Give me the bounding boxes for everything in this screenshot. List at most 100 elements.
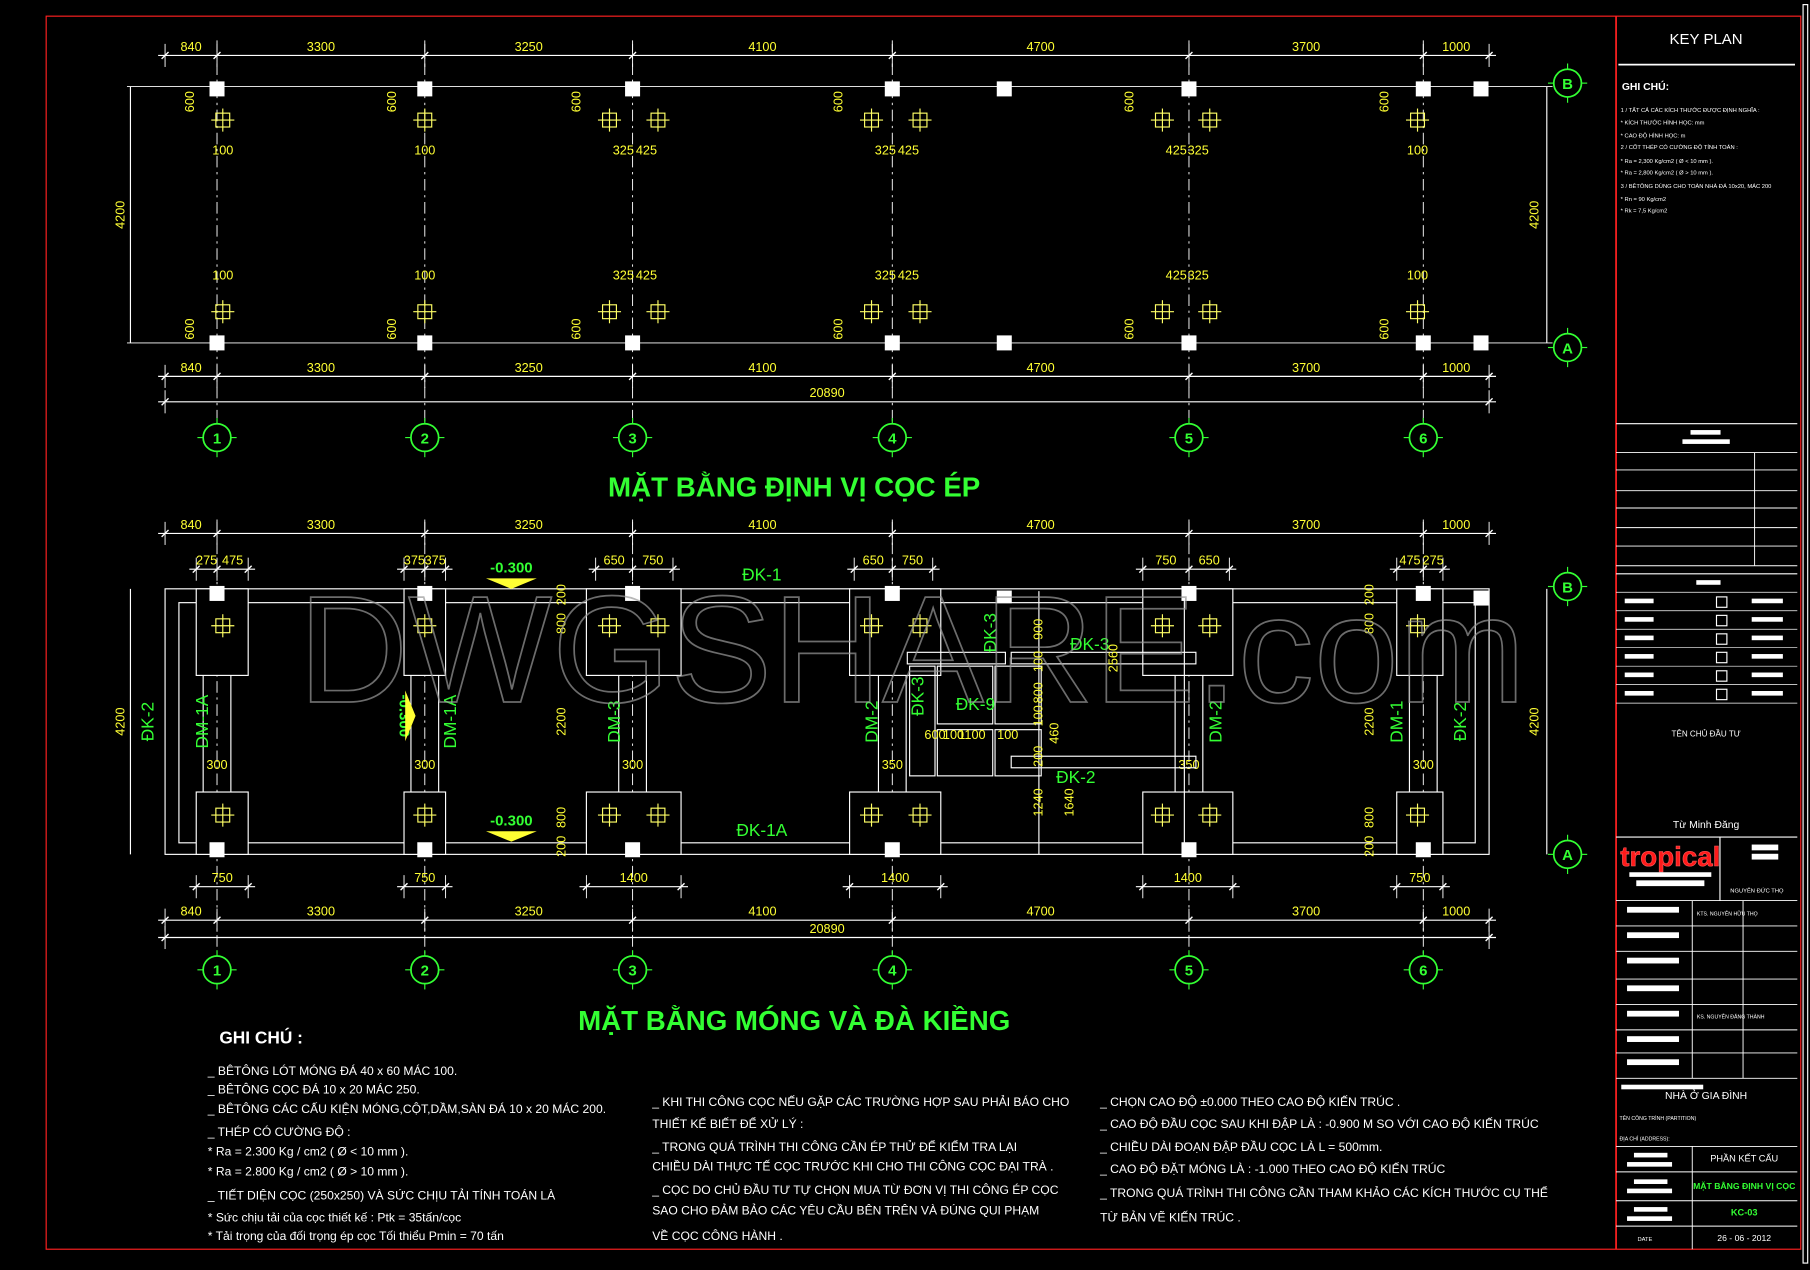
span-dim-text: 3250 xyxy=(515,905,543,919)
pile-offset-dim: 600 xyxy=(1123,318,1137,339)
vertical-dim: 900 xyxy=(1031,619,1045,640)
title-note-line: * KÍCH THƯỚC HÌNH HỌC: mm xyxy=(1621,120,1705,127)
total-dim-text: 20890 xyxy=(809,386,844,400)
beam-label-dk1a: ĐK-1A xyxy=(736,820,787,840)
plan-title: MẶT BẰNG ĐỊNH VỊ CỌC ÉP xyxy=(608,471,980,502)
checkbox xyxy=(1715,688,1728,701)
beam xyxy=(1010,755,1197,769)
redacted-text xyxy=(1636,880,1705,887)
span-dim-text: 3300 xyxy=(307,361,335,375)
span-dim-text: 1000 xyxy=(1442,905,1470,919)
vertical-dim: 2200 xyxy=(555,707,569,735)
title-note-line: * Ra = 2,800 Kg/cm2 ( Ø > 10 mm ). xyxy=(1621,170,1714,176)
column-marker xyxy=(884,81,900,97)
architect-name: KTS. NGUYỄN HỮU THỌ xyxy=(1697,911,1758,918)
beam-label-dk1: ĐK-1 xyxy=(742,565,781,585)
footing-dim-text: 275 xyxy=(196,554,217,568)
pile-offset-dim: 600 xyxy=(1378,318,1392,339)
pile-offset-dim: 600 xyxy=(570,318,584,339)
note-line: _ CỌC DO CHỦ ĐẦU TƯ TỰ CHỌN MUA TỪ ĐƠN V… xyxy=(651,1182,1059,1197)
column-marker xyxy=(209,585,225,601)
column-marker xyxy=(625,585,641,601)
pile-offset-dim: 425 xyxy=(1166,268,1187,282)
vertical-dim: 200 xyxy=(1363,836,1377,857)
beam-label-dm1a_1: DM-1A xyxy=(192,694,212,748)
column-marker xyxy=(1473,335,1489,351)
ground-beam-outer xyxy=(164,588,1490,855)
tank-wall xyxy=(936,729,994,777)
column-marker xyxy=(884,585,900,601)
owner-name: Từ Minh Đăng xyxy=(1673,820,1740,831)
column-marker xyxy=(1181,335,1197,351)
column-marker xyxy=(996,590,1012,604)
key-plan-heading: KEY PLAN xyxy=(1670,31,1743,48)
pile-offset-dim: 425 xyxy=(636,268,657,282)
axis-label: 1 xyxy=(213,430,221,447)
span-dim-text: 3700 xyxy=(1292,905,1320,919)
note-line: _ BÊTÔNG CÁC CẤU KIỆN MÓNG,CỘT,DẦM,SÀN Đ… xyxy=(207,1101,606,1116)
column-marker xyxy=(417,842,433,858)
note-line: * Ra = 2.800 Kg / cm2 ( Ø > 10 mm ). xyxy=(208,1164,409,1178)
redacted-text xyxy=(1621,1084,1704,1090)
axis-label: A xyxy=(1562,340,1573,357)
axis-label: 4 xyxy=(888,430,897,447)
beam-label-dm2_1: DM-2 xyxy=(861,700,881,742)
note-line: TỪ BẢN VẼ KIẾN TRÚC . xyxy=(1100,1210,1241,1225)
column-marker xyxy=(1473,81,1489,97)
title-notes-heading: GHI CHÚ: xyxy=(1622,80,1669,93)
elevation-label: -0.300 xyxy=(490,560,533,577)
span-dim-text: 4100 xyxy=(748,518,776,532)
depth-dim: 4200 xyxy=(1528,707,1542,735)
date-value: 26 - 06 - 2012 xyxy=(1717,1233,1771,1243)
pile-offset-dim: 600 xyxy=(183,91,197,112)
pile-offset-dim: 325 xyxy=(875,268,896,282)
redacted-text xyxy=(1690,430,1721,435)
redacted-text xyxy=(1629,872,1712,877)
plan-title: MẶT BẰNG MÓNG VÀ ĐÀ KIỀNG xyxy=(578,1005,1010,1036)
span-dim-text: 4100 xyxy=(748,905,776,919)
footing-dim-text: 750 xyxy=(902,554,923,568)
footing-width-dim-text: 750 xyxy=(414,871,435,885)
footing-dim-text: 650 xyxy=(863,554,884,568)
axis-label: B xyxy=(1562,579,1573,596)
redacted-text xyxy=(1633,1152,1668,1158)
vertical-dim: 460 xyxy=(1048,723,1062,744)
note-line: _ BÊTÔNG CỌC ĐÁ 10 x 20 MÁC 250. xyxy=(207,1081,420,1096)
column-marker xyxy=(1415,585,1431,601)
vertical-dim: 200 xyxy=(1031,746,1045,767)
axis-label: 2 xyxy=(421,963,429,980)
elevation-marker-icon xyxy=(485,831,537,842)
column-marker xyxy=(1181,842,1197,858)
column-marker xyxy=(209,335,225,351)
span-dim-text: 4100 xyxy=(748,40,776,54)
pile-offset-dim: 600 xyxy=(385,318,399,339)
axis-label: 2 xyxy=(421,430,429,447)
redacted-text xyxy=(1751,617,1783,622)
beam-label-dk2: ĐK-2 xyxy=(1056,767,1095,787)
vertical-dim: 2200 xyxy=(1363,707,1377,735)
drawing-frame xyxy=(45,4,1809,1264)
tank-wall xyxy=(936,665,994,725)
column-marker xyxy=(1473,590,1489,606)
span-dim-text: 3700 xyxy=(1292,361,1320,375)
general-notes: GHI CHÚ :_ BÊTÔNG LÓT MÓNG ĐÁ 40 x 60 MÁ… xyxy=(207,1028,1548,1243)
vertical-dim: 2560 xyxy=(1106,644,1120,672)
note-line: * Sức chịu tải của cọc thiết kế : Ptk = … xyxy=(208,1211,461,1225)
depth-dim: 4200 xyxy=(114,707,128,735)
column-marker xyxy=(417,81,433,97)
redacted-text xyxy=(1627,1036,1679,1042)
redacted-text xyxy=(1627,1188,1673,1194)
redacted-text xyxy=(1751,844,1779,851)
vertical-dim: 100 xyxy=(1031,705,1045,726)
vertical-dim: 100 xyxy=(1031,651,1045,672)
span-dim-text: 3250 xyxy=(515,361,543,375)
column-marker xyxy=(884,335,900,351)
span-dim-text: 3250 xyxy=(515,518,543,532)
beam-label-dk3a: ĐK-3 xyxy=(1070,634,1109,654)
section-title: PHẦN KẾT CẤU xyxy=(1710,1153,1778,1163)
span-dim-text: 4700 xyxy=(1027,361,1055,375)
redacted-text xyxy=(1627,932,1679,939)
depth-dim: 4200 xyxy=(1528,201,1542,229)
span-dim-text: 3300 xyxy=(307,518,335,532)
footing-dim-text: 650 xyxy=(604,554,625,568)
